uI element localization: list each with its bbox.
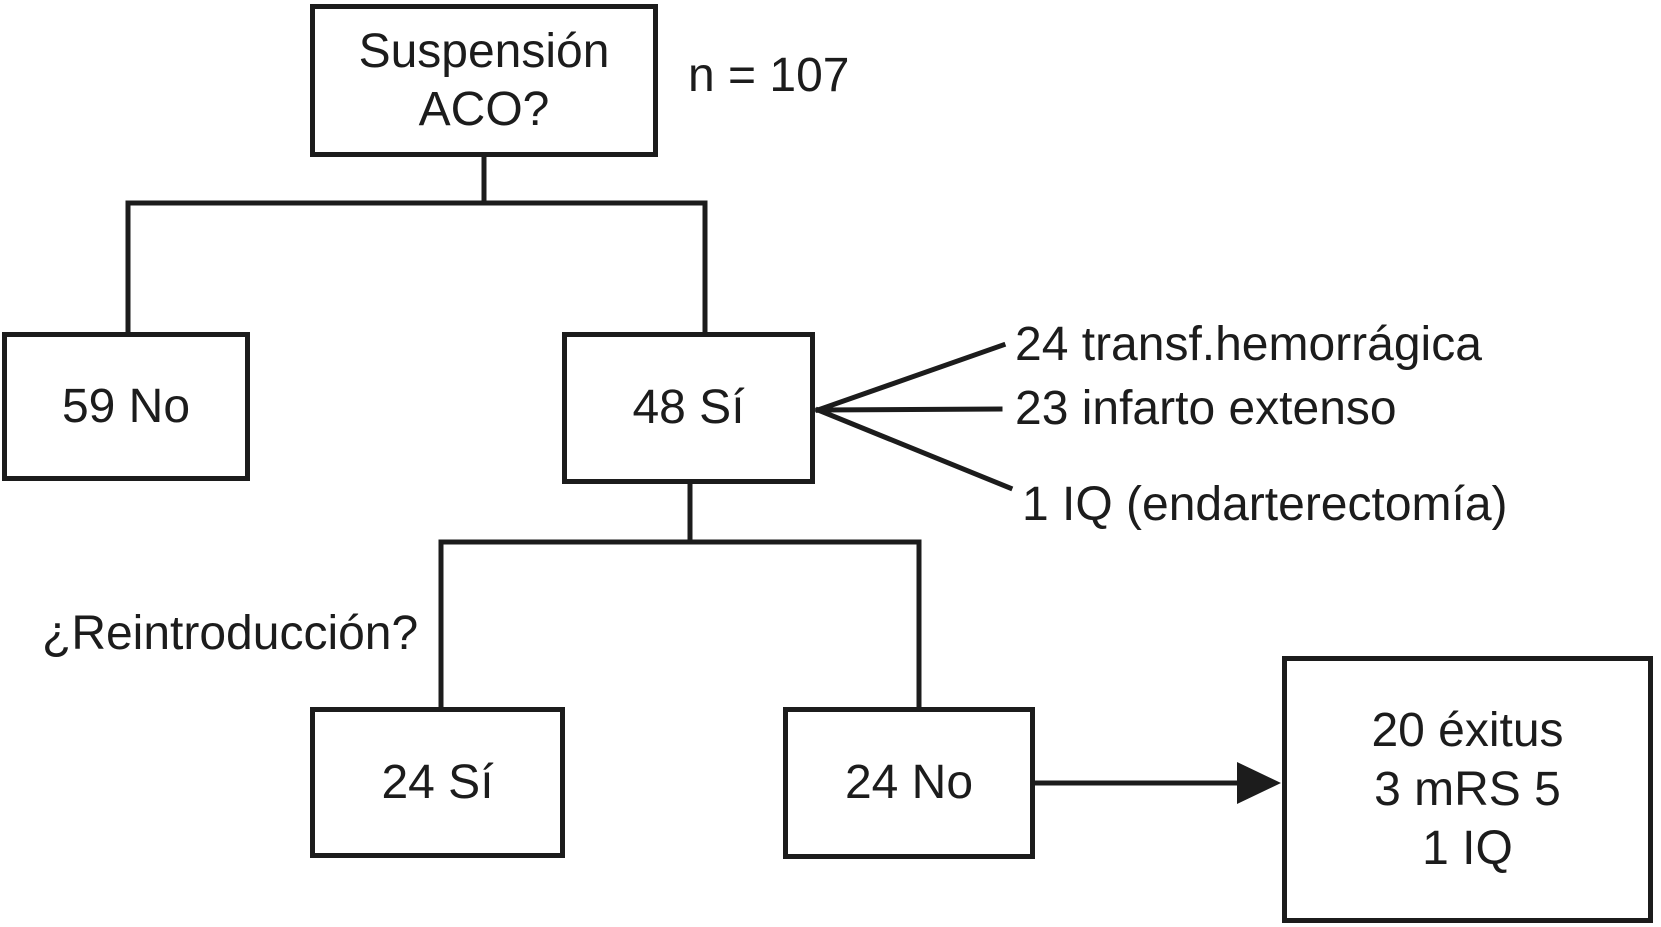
reason-label-hemorrhagic-transformation: 24 transf.hemorrágica [1015,318,1482,371]
connector-reason-top [814,341,1007,414]
connector-reason-bottom [814,406,1014,492]
reason-label-iq-endarterectomy: 1 IQ (endarterectomía) [1022,478,1508,531]
reintroduction-question-label: ¿Reintroducción? [42,607,419,660]
outcome-line-iq: 1 IQ [1422,822,1513,875]
box-suspension-yes: 48 Sí [562,332,815,484]
box-reintroduction-yes: 24 Sí [310,707,565,858]
sample-size-label: n = 107 [688,49,850,102]
box-suspension-aco-line2: ACO? [418,82,550,136]
box-suspension-aco: Suspensión ACO? [310,4,658,157]
box-suspension-aco-line1: Suspensión [358,24,610,78]
box-suspension-no-label: 59 No [61,379,191,433]
connector-reason-middle [815,406,1003,413]
box-reintroduction-no-label: 24 No [844,756,974,809]
box-suspension-no: 59 No [2,332,250,481]
outcome-line-mrs5: 3 mRS 5 [1374,763,1561,816]
box-outcomes: 20 éxitus 3 mRS 5 1 IQ [1282,656,1653,923]
arrow-head-icon [1237,762,1281,804]
box-reintroduction-no: 24 No [783,707,1035,859]
reason-label-extensive-infarct: 23 infarto extenso [1015,382,1397,435]
box-suspension-yes-label: 48 Sí [632,381,745,434]
outcome-line-exitus: 20 éxitus [1371,704,1564,757]
box-reintroduction-yes-label: 24 Sí [381,755,494,809]
